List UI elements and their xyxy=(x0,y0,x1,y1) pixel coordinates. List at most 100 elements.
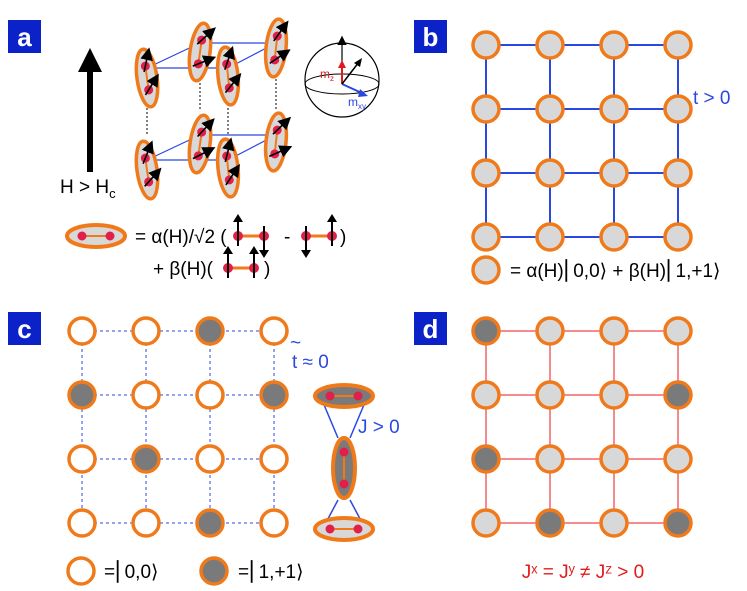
legend-close: ) xyxy=(340,227,346,248)
lattice-site xyxy=(67,444,97,474)
spin-arrow xyxy=(144,167,162,187)
pair-updown xyxy=(233,214,269,258)
lattice-site xyxy=(535,508,565,538)
lattice-site xyxy=(471,94,501,124)
lattice-site xyxy=(471,30,501,60)
lattice-site xyxy=(67,380,97,410)
pair-upup xyxy=(223,246,259,278)
lattice-site xyxy=(471,380,501,410)
lattice-site xyxy=(663,222,693,252)
cube-dimer xyxy=(187,113,216,175)
lattice-site xyxy=(195,380,225,410)
lattice-site xyxy=(259,508,289,538)
lattice-site xyxy=(471,508,501,538)
condition-d: Jˣ = Jʸ ≠ Jᶻ > 0 xyxy=(522,562,645,583)
panel-c: c ~ t ≈ 0 J > 0 =⎜0,0⟩ =⎜1,+1⟩ xyxy=(8,312,400,586)
spin-arrow xyxy=(140,47,153,73)
lattice-d xyxy=(471,316,693,538)
sphere-mxy-label: mxy xyxy=(348,95,366,111)
lattice-site xyxy=(131,316,161,346)
panel-d: d Jˣ = Jʸ ≠ Jᶻ > 0 xyxy=(414,312,693,583)
field-arrow xyxy=(78,48,102,172)
spin-arrow xyxy=(269,49,291,64)
lattice-site xyxy=(259,380,289,410)
panel-a-label: a xyxy=(17,22,32,52)
lattice-site xyxy=(471,444,501,474)
spin-arrow xyxy=(222,45,235,70)
coupling-label-c: J > 0 xyxy=(358,417,400,438)
panel-b-label-box xyxy=(414,20,447,53)
panel-b: b t > 0 = α(H)⎜0,0⟩ + β(H)⎜1,+1⟩ xyxy=(414,20,731,285)
cube-dimer xyxy=(263,17,291,79)
cube-dimers xyxy=(134,17,293,201)
lattice-site xyxy=(599,158,629,188)
panel-d-label-box xyxy=(414,312,447,345)
cube-dimer xyxy=(187,21,217,83)
lattice-site xyxy=(67,316,97,346)
legend-b: = α(H)⎜0,0⟩ + β(H)⎜1,+1⟩ xyxy=(510,259,720,282)
lattice-site xyxy=(535,316,565,346)
panel-c-label: c xyxy=(17,314,31,344)
legend-minus: - xyxy=(284,227,290,248)
spin-arrow xyxy=(272,116,292,135)
spin-arrow xyxy=(141,140,154,164)
lattice-site xyxy=(67,508,97,538)
spin-arrow xyxy=(192,147,216,160)
hop-label-b: t > 0 xyxy=(693,88,731,109)
cube-vertical-edges xyxy=(146,67,277,135)
lattice-site xyxy=(663,380,693,410)
sphere-mz-label: mz xyxy=(320,67,334,83)
lattice-site xyxy=(599,380,629,410)
lattice-site xyxy=(663,158,693,188)
lattice-site xyxy=(535,30,565,60)
lattice-site xyxy=(195,444,225,474)
legend-empty-c: =⎜0,0⟩ xyxy=(104,560,158,583)
lattice-site xyxy=(599,508,629,538)
hop-tilde-c: ~ xyxy=(290,333,301,354)
lattice-site xyxy=(471,222,501,252)
legend-line2: + β(H)( xyxy=(153,259,214,280)
spin-arrow xyxy=(268,145,293,158)
spin-arrow xyxy=(273,20,289,42)
lattice-site xyxy=(599,222,629,252)
spin-arrow xyxy=(224,73,242,94)
lattice-site xyxy=(535,380,565,410)
dimer-legend: = α(H)/√2 ( - ) + β xyxy=(65,214,346,280)
spin-arrow xyxy=(192,55,217,68)
lattice-site xyxy=(535,94,565,124)
cube-dimer xyxy=(215,137,241,199)
spin-arrow xyxy=(225,164,240,186)
pair-downup xyxy=(301,214,337,258)
cube-dimer xyxy=(263,111,293,173)
cube-dimer xyxy=(215,45,242,107)
hop-label-c: t ≈ 0 xyxy=(292,352,329,373)
spin-arrow xyxy=(196,27,216,45)
lattice-site xyxy=(195,508,225,538)
lattice-site xyxy=(663,316,693,346)
lattice-site xyxy=(535,222,565,252)
field-label: H > Hc xyxy=(60,177,116,201)
spin-arrow xyxy=(196,118,215,138)
cube-dimer xyxy=(134,139,162,201)
legend-site-b xyxy=(471,255,501,285)
legend-eq: = α(H)/√2 ( xyxy=(135,227,227,248)
lattice-site xyxy=(599,30,629,60)
panel-b-label: b xyxy=(423,22,439,52)
lattice-site xyxy=(599,94,629,124)
panel-a-label-box xyxy=(8,20,41,53)
lattice-site xyxy=(131,508,161,538)
lattice-site xyxy=(195,316,225,346)
spin-arrow xyxy=(222,137,235,163)
legend-filled-site xyxy=(199,556,229,586)
lattice-site xyxy=(663,444,693,474)
lattice-site xyxy=(131,444,161,474)
lattice-site xyxy=(471,158,501,188)
panel-d-label: d xyxy=(423,314,439,344)
lattice-c xyxy=(67,316,289,538)
lattice-site xyxy=(471,316,501,346)
legend-empty-site xyxy=(66,556,96,586)
lattice-site xyxy=(599,316,629,346)
spin-sphere: mz mxy xyxy=(304,35,380,118)
lattice-b xyxy=(471,30,693,252)
